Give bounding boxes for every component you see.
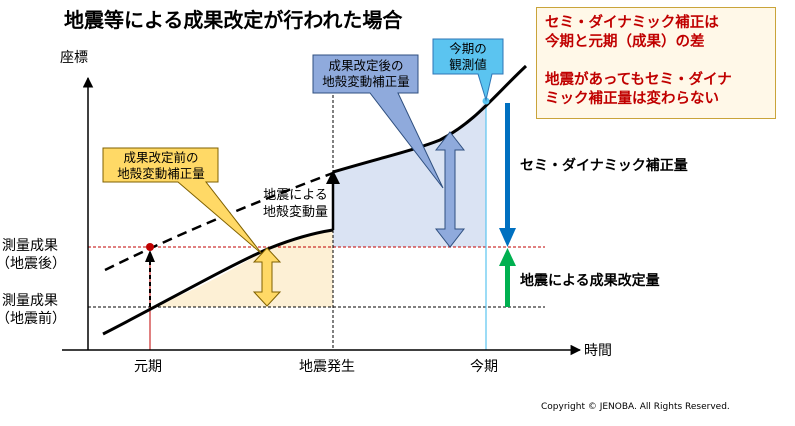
coordinate-curve-before-quake [102, 228, 334, 336]
pre-revision-double-arrow [252, 247, 282, 307]
coordinate-curve-after-quake [332, 64, 528, 174]
revision-arrowhead [499, 248, 516, 266]
callout-observed-line-1: 今期の [449, 41, 487, 56]
callout-before-box [102, 147, 263, 255]
copyright-text: Copyright © JENOBA. All Rights Reserved. [541, 402, 730, 412]
y-axis-label: 座標 [60, 50, 88, 66]
quake-displacement-label: 地震による 地殻変動量 [263, 187, 328, 221]
semi-dynamic-label: セミ・ダイナミック補正量 [520, 158, 688, 174]
pre-revision-area [150, 230, 333, 307]
callout-after-line-2: 地殻変動補正量 [322, 74, 410, 89]
x-tick-genki: 元期 [134, 359, 162, 375]
quake-displacement-line-1: 地震による [263, 188, 328, 203]
callout-before-text: 成果改定前の 地殻変動補正量 [105, 150, 217, 182]
revision-arrow-shaft [505, 265, 510, 307]
callout-after-line-1: 成果改定後の [328, 58, 404, 73]
genki-point [146, 243, 154, 251]
diagram-title: 地震等による成果改定が行われた場合 [64, 8, 403, 32]
note-line-3: 地震があってもセミ・ダイナ [545, 72, 732, 88]
note-box: セミ・ダイナミック補正は 今期と元期（成果）の差 地震があってもセミ・ダイナ ミ… [536, 7, 776, 119]
note-line-2: 今期と元期（成果）の差 [545, 34, 705, 50]
before-quake-result-label-1: 測量成果 [2, 293, 58, 309]
callout-observed-text: 今期の 観測値 [434, 41, 502, 73]
note-line-4: ミック補正量は変わらない [545, 91, 719, 107]
quake-jump-arrowhead [326, 170, 340, 184]
pre-revision-trend-curve [104, 171, 334, 272]
x-tick-konki: 今期 [470, 359, 498, 375]
x-tick-quake: 地震発生 [299, 359, 355, 375]
after-quake-result-label-2: （地震後） [0, 256, 66, 272]
after-quake-result-label-1: 測量成果 [2, 238, 58, 254]
note-line-1: セミ・ダイナミック補正は [545, 15, 719, 31]
genki-arrowhead [145, 250, 155, 262]
callout-after-box [312, 54, 444, 189]
quake-displacement-line-2: 地殻変動量 [263, 205, 329, 220]
callout-after-text: 成果改定後の 地殻変動補正量 [314, 58, 418, 90]
semi-dynamic-arrow-shaft [505, 103, 510, 229]
callout-before-line-1: 成果改定前の [123, 150, 199, 165]
callout-before-line-2: 地殻変動補正量 [117, 166, 205, 181]
revision-amount-label: 地震による成果改定量 [520, 273, 660, 289]
before-quake-result-label-2: （地震前） [0, 311, 66, 327]
callout-observed-box [432, 38, 504, 102]
post-revision-double-arrow [434, 131, 466, 248]
semi-dynamic-arrowhead [499, 228, 516, 247]
callout-observed-line-2: 観測値 [449, 57, 487, 72]
x-axis-label: 時間 [584, 343, 612, 359]
